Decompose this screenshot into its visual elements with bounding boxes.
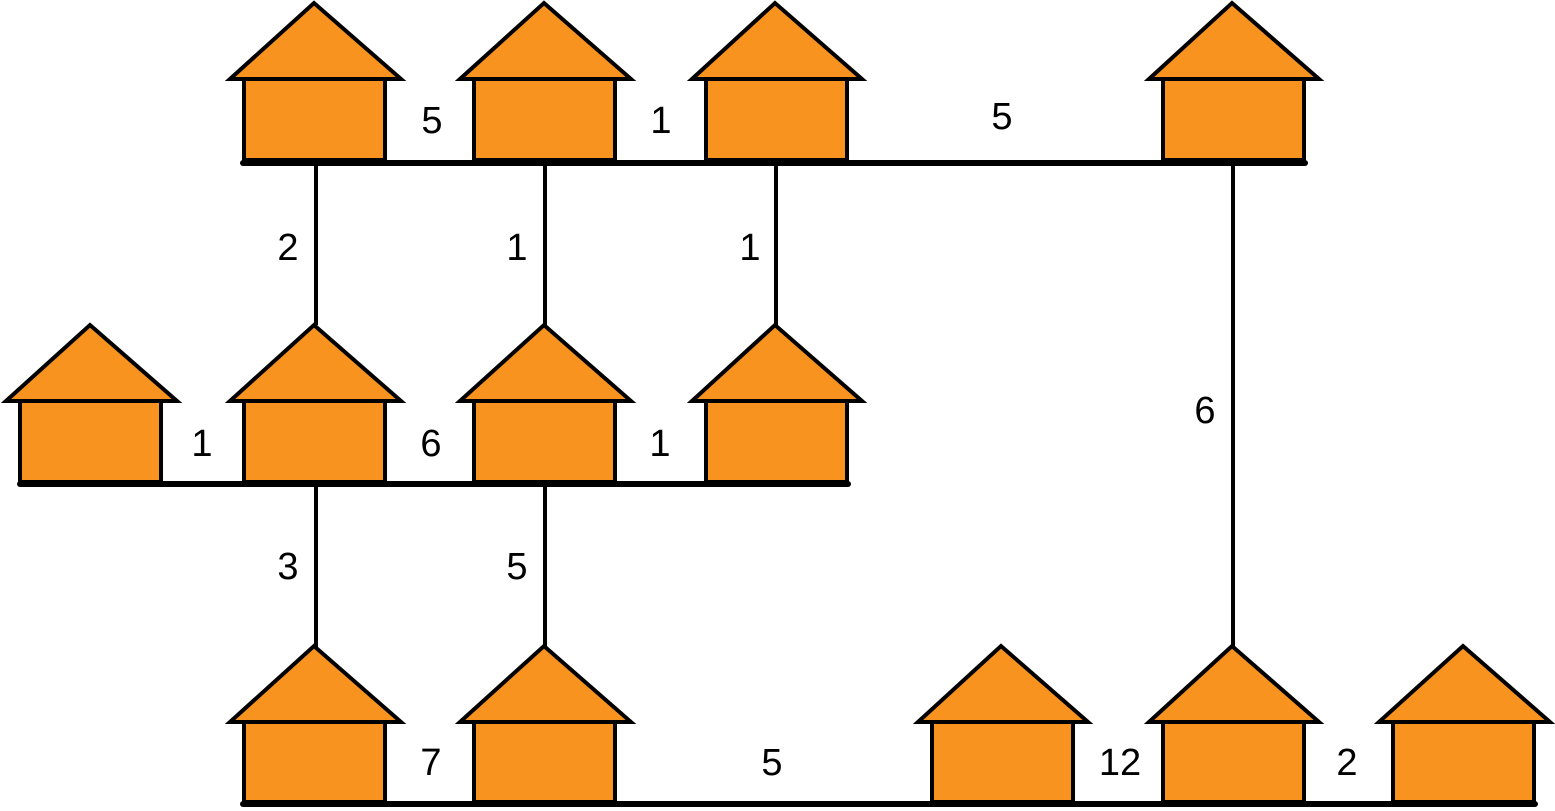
weight-right-vertical: 6	[1194, 390, 1215, 432]
house-bottom-1	[224, 643, 407, 804]
house-mid-3	[454, 322, 637, 484]
weight-mid-3: 1	[649, 423, 670, 465]
weight-vert-4: 3	[277, 546, 298, 588]
house-bottom-3	[912, 643, 1094, 804]
weight-top-1: 5	[421, 100, 442, 142]
weight-vert-1: 2	[277, 227, 298, 269]
house-bottom-2	[454, 643, 637, 804]
house-mid-1	[0, 322, 183, 484]
house-top-1	[224, 0, 407, 162]
house-top-3	[686, 0, 868, 162]
weight-top-2: 1	[650, 100, 671, 142]
weight-bottom-4: 2	[1336, 742, 1357, 784]
house-top-4	[1143, 0, 1325, 162]
house-top-2	[454, 0, 637, 162]
weight-vert-3: 1	[739, 227, 760, 269]
house-bottom-5	[1373, 643, 1555, 804]
weight-vert-5: 5	[506, 546, 527, 588]
weight-bottom-2: 5	[761, 742, 782, 784]
weight-vert-2: 1	[506, 227, 527, 269]
weight-mid-2: 6	[420, 423, 441, 465]
house-bottom-4	[1143, 643, 1325, 804]
house-mid-4	[686, 322, 868, 484]
weight-bottom-1: 7	[420, 742, 441, 784]
house-mid-2	[224, 322, 407, 484]
weight-top-3: 5	[991, 96, 1012, 138]
weight-mid-1: 1	[191, 423, 212, 465]
weight-bottom-3: 12	[1099, 742, 1141, 784]
